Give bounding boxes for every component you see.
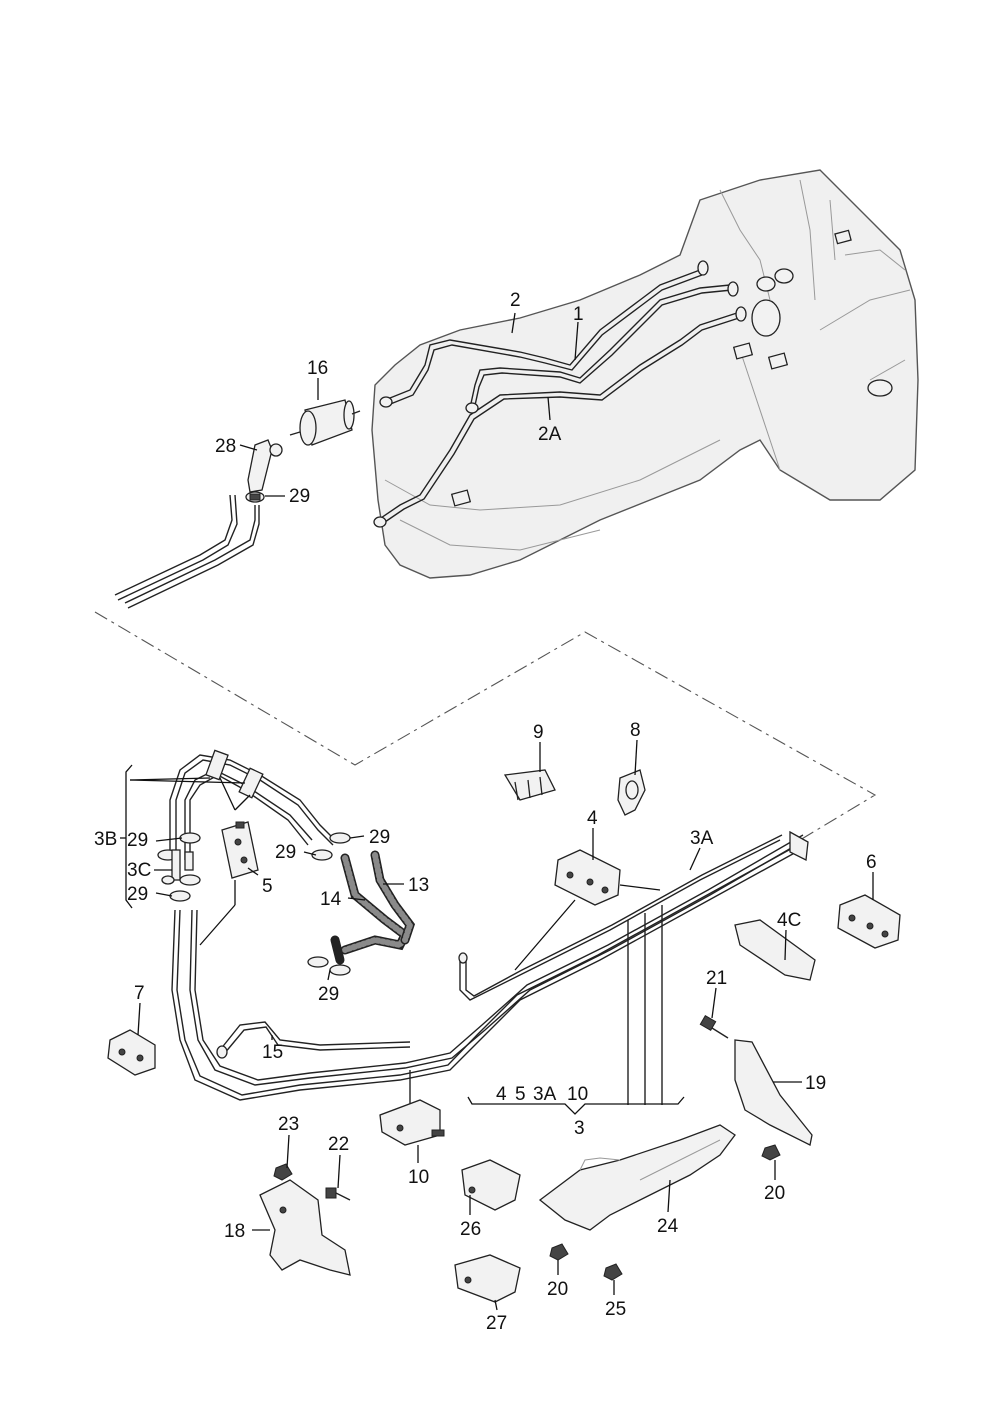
callout-14: 14	[320, 889, 342, 910]
callout-1: 1	[573, 304, 584, 325]
callout-29-top: 29	[289, 486, 310, 507]
callout-24: 24	[657, 1216, 679, 1237]
callout-6: 6	[866, 852, 877, 873]
callout-20-lower: 20	[547, 1279, 568, 1300]
bracket-18	[259, 1179, 351, 1276]
holder-4	[514, 849, 661, 971]
callout-18: 18	[224, 1221, 245, 1242]
callout-28: 28	[215, 436, 236, 457]
upper-left-bundle	[129, 749, 336, 860]
bolt-22	[325, 1187, 351, 1201]
callout-3C: 3C	[127, 860, 151, 881]
connection-dashline	[94, 611, 877, 841]
callout-labels: 1 2 2A 16 28 29 3B 29 3C 29 5 29 29 13 1…	[94, 290, 877, 1334]
callout-7: 7	[134, 983, 145, 1004]
holder-7	[107, 1029, 156, 1076]
connector-set-3C	[157, 832, 201, 902]
bracket-27	[454, 1254, 521, 1303]
callout-22: 22	[328, 1134, 349, 1155]
callout-5: 5	[262, 876, 273, 897]
group-label-5: 5	[515, 1084, 526, 1105]
tank-pipes	[373, 260, 747, 528]
group-label-3A: 3A	[533, 1084, 557, 1105]
clamp-29-top	[245, 491, 265, 503]
callout-16: 16	[307, 358, 328, 379]
callout-8: 8	[630, 720, 641, 741]
holder-6	[837, 894, 901, 949]
callout-19: 19	[805, 1073, 826, 1094]
callout-29-bottom: 29	[318, 984, 339, 1005]
clip-8	[617, 769, 646, 816]
callout-21: 21	[706, 968, 727, 989]
group-label-10: 10	[567, 1084, 588, 1105]
clip-9	[503, 769, 556, 801]
bracket-19	[734, 1039, 813, 1146]
bracket-26	[461, 1159, 521, 1211]
nut-20-right	[761, 1144, 781, 1161]
fuel-tank	[371, 169, 919, 579]
sensor-10	[379, 1099, 445, 1146]
callout-3A: 3A	[690, 828, 714, 849]
callout-3B: 3B	[94, 829, 117, 850]
hoses-13-14	[307, 832, 416, 976]
clip-4C	[734, 919, 816, 981]
nut-25	[603, 1263, 623, 1281]
nut-20-lower	[549, 1243, 569, 1261]
lines-left-top	[114, 494, 260, 609]
bolt-21	[699, 1014, 729, 1039]
group-label-3: 3	[574, 1118, 585, 1139]
hose-28	[247, 439, 283, 493]
callout-29-mid-a: 29	[369, 827, 390, 848]
callout-27: 27	[486, 1313, 507, 1334]
callout-23: 23	[278, 1114, 299, 1135]
callout-2A: 2A	[538, 424, 562, 445]
group-label-4: 4	[496, 1084, 507, 1105]
callout-26: 26	[460, 1219, 481, 1240]
callout-29-left-b: 29	[127, 884, 148, 905]
bracket-5	[221, 821, 259, 879]
heat-shield-24	[538, 1124, 736, 1231]
leader-lines	[120, 312, 874, 1311]
callout-29-mid-b: 29	[275, 842, 296, 863]
callout-4: 4	[587, 808, 598, 829]
callout-13: 13	[408, 875, 429, 896]
callout-9: 9	[533, 722, 544, 743]
callout-29-left-a: 29	[127, 830, 148, 851]
fuel-filter	[289, 399, 361, 446]
callout-25: 25	[605, 1299, 626, 1320]
callout-20-right: 20	[764, 1183, 785, 1204]
callout-4C: 4C	[777, 910, 801, 931]
callout-2: 2	[510, 290, 521, 311]
callout-15: 15	[262, 1042, 283, 1063]
nut-23	[273, 1163, 293, 1181]
callout-10: 10	[408, 1167, 429, 1188]
